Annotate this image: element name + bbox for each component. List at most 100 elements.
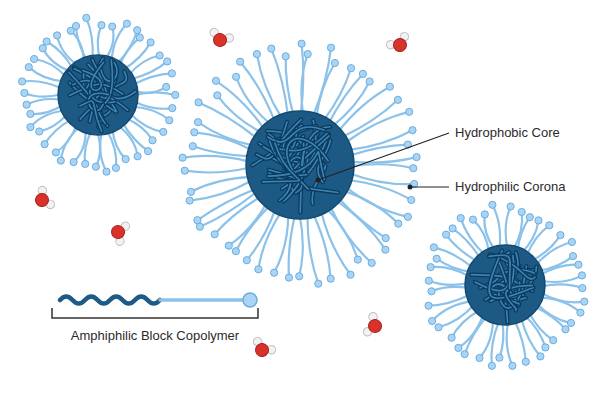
hydrophilic-chain <box>514 320 525 362</box>
hydrophilic-chain <box>525 315 546 347</box>
chain-end <box>433 255 440 262</box>
core-strands <box>471 251 536 323</box>
chain-end <box>546 222 553 229</box>
chain-end <box>394 96 401 103</box>
chain-end <box>43 38 50 45</box>
hydrophilic-chain <box>345 187 408 217</box>
water-molecule <box>108 218 131 246</box>
chain-end <box>194 119 201 126</box>
hydrophilic-chain <box>349 145 408 156</box>
chain-end <box>134 27 141 34</box>
hydrophilic-chain <box>183 156 251 162</box>
hydrophilic-chain <box>247 209 276 261</box>
hydrophilic-chain <box>193 146 251 156</box>
hydrophilic-chain <box>506 207 511 250</box>
hydrophilic-chain <box>74 129 86 162</box>
chain-end <box>298 40 305 47</box>
chain-end <box>36 128 43 135</box>
chain-end <box>72 22 79 29</box>
hydrophilic-chain <box>434 247 473 268</box>
chain-end <box>82 160 89 167</box>
chain-end <box>191 129 198 136</box>
chain-end <box>382 235 389 242</box>
corona-label: Hydrophilic Corona <box>455 179 566 195</box>
chain-end <box>457 215 464 222</box>
chain-end <box>41 141 48 148</box>
hydrophilic-chain <box>198 122 254 146</box>
oxygen-atom <box>391 36 409 54</box>
chain-end <box>496 354 503 361</box>
chain-end <box>164 58 171 65</box>
core-strand-highlight <box>489 251 533 299</box>
core-strand-highlight <box>80 101 102 131</box>
hydrophilic-chain <box>301 54 307 115</box>
hydrophobic-core <box>246 111 354 219</box>
chain-end <box>156 52 163 59</box>
core-strand <box>83 62 104 90</box>
chain-end <box>189 143 196 150</box>
core-strand <box>263 143 299 182</box>
hydrophilic-chain <box>22 81 63 89</box>
chain-end <box>282 53 289 60</box>
hydrophilic-chain <box>30 105 63 114</box>
chain-end <box>327 275 334 282</box>
chain-end <box>347 271 354 278</box>
core-outline <box>465 245 545 325</box>
chain-end <box>368 259 375 266</box>
chain-end <box>410 165 417 172</box>
hydrophilic-chain <box>313 213 331 278</box>
oxygen-atom <box>212 32 229 49</box>
hydrophilic-chain <box>76 26 87 61</box>
chain-end <box>526 214 533 221</box>
chain-end <box>285 274 292 281</box>
core-strand <box>489 255 510 288</box>
hydrophilic-chain <box>437 259 472 272</box>
hydrophilic-chain <box>190 180 253 200</box>
chain-end <box>537 353 544 360</box>
chain-end <box>331 59 338 66</box>
hydrophilic-chain <box>540 265 579 276</box>
chain-end <box>21 89 28 96</box>
chain-end <box>268 45 275 52</box>
hydrophilic-chain <box>345 112 409 143</box>
hydrophilic-chain <box>274 214 288 273</box>
leader-dot <box>408 185 413 190</box>
chain-end <box>237 58 244 65</box>
chain-end <box>27 110 34 117</box>
chain-end <box>112 164 119 171</box>
hydrophilic-chain <box>499 321 503 358</box>
block-copolymer <box>60 293 257 307</box>
hydrophilic-chain <box>286 56 294 115</box>
leader-dot <box>316 178 321 183</box>
hydrophilic-chain <box>100 131 106 172</box>
chain-end <box>194 217 201 224</box>
chain-end <box>429 317 436 324</box>
chain-end <box>134 153 141 160</box>
chain-end <box>211 231 218 238</box>
chain-end <box>575 261 582 268</box>
chain-end <box>187 188 194 195</box>
chain-end <box>449 225 456 232</box>
chain-end <box>567 319 574 326</box>
hydrophobic-core <box>58 55 138 135</box>
hydrophilic-chain <box>61 126 80 160</box>
end-group <box>243 293 257 307</box>
chain-end <box>52 149 59 156</box>
chain-end <box>214 92 221 99</box>
hydrophilic-chain <box>289 215 295 278</box>
hydrophilic-chain <box>321 210 351 274</box>
hydrophilic-chain <box>128 56 159 76</box>
chain-end <box>425 277 432 284</box>
hydrophilic-chain <box>308 214 319 283</box>
hydrophobic-block <box>60 297 160 304</box>
chain-end <box>428 288 435 295</box>
chain-end <box>57 157 64 164</box>
chain-end <box>166 117 173 124</box>
chain-end <box>443 231 450 238</box>
hydrophilic-chain <box>98 25 102 59</box>
chain-end <box>255 266 262 273</box>
hydrophilic-block <box>160 298 243 302</box>
chain-end <box>39 45 46 52</box>
chain-end <box>359 70 366 77</box>
chain-end <box>232 248 239 255</box>
